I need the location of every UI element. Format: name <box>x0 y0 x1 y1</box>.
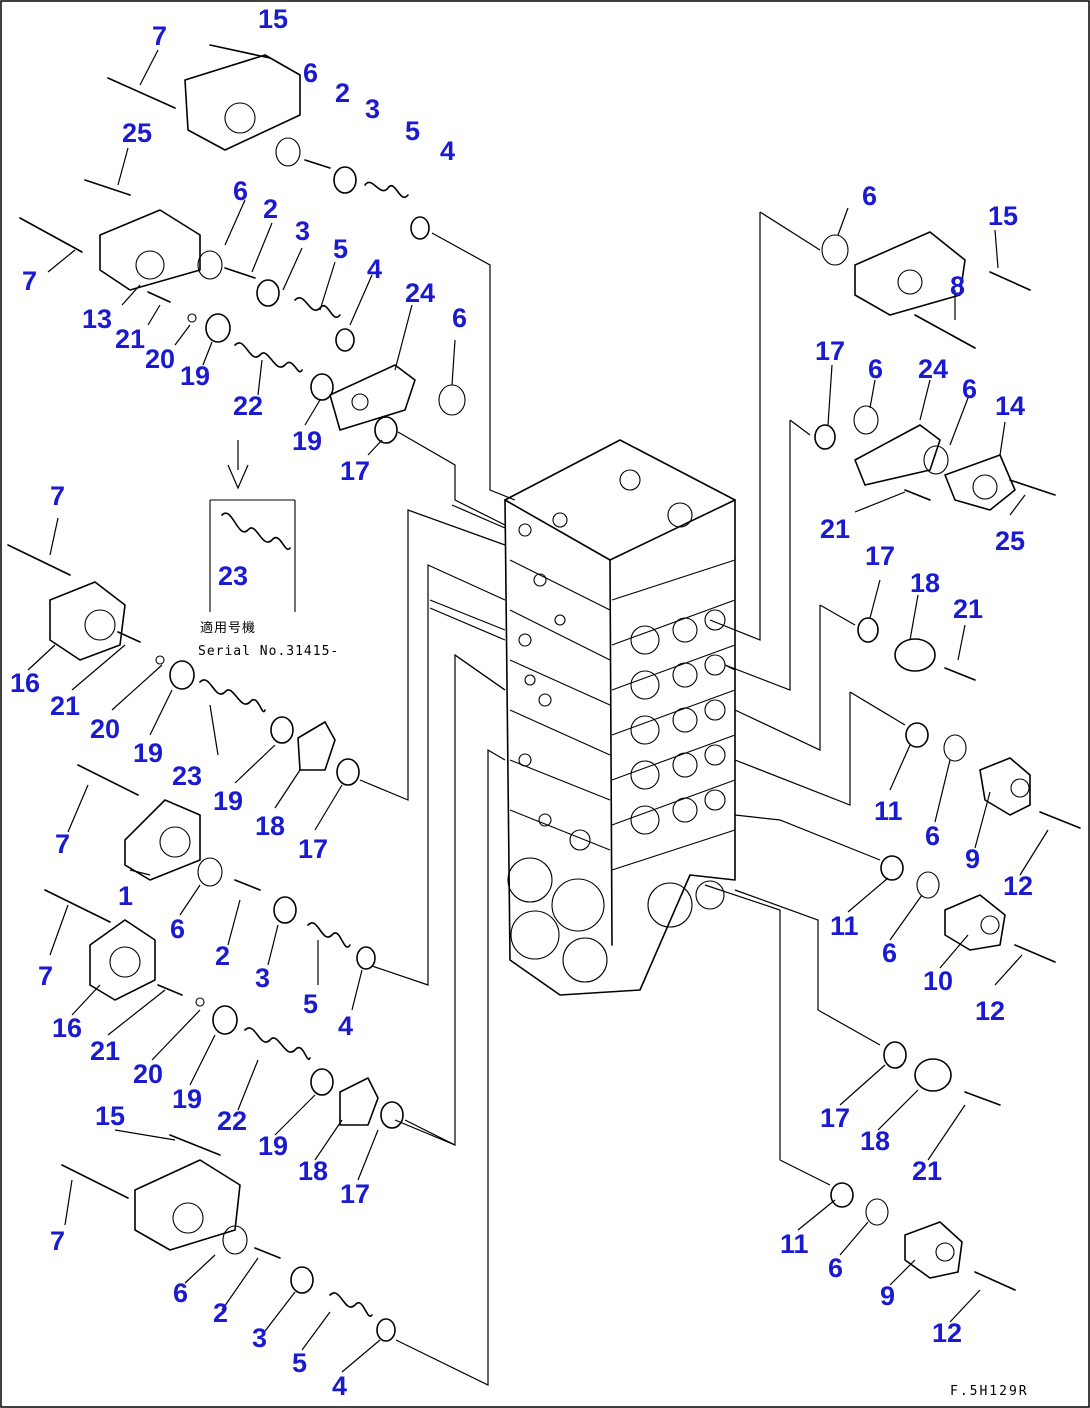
callout-label: 6 <box>173 1278 188 1308</box>
callout-label: 6 <box>882 938 897 968</box>
callout-label: 23 <box>218 561 248 591</box>
callout-label: 15 <box>988 201 1018 231</box>
callout-label: 13 <box>82 304 112 334</box>
callout-label: 9 <box>880 1281 895 1311</box>
callout-label: 2 <box>213 1298 228 1328</box>
callout-label: 20 <box>90 714 120 744</box>
callout-label: 18 <box>860 1126 890 1156</box>
drawing-id: F.5H129R <box>950 1384 1029 1399</box>
callout-label: 7 <box>50 481 65 511</box>
callout-label: 19 <box>172 1084 202 1114</box>
callout-label: 16 <box>10 668 40 698</box>
right-side-parts-group <box>830 722 1081 1291</box>
callout-label: 6 <box>303 58 318 88</box>
middle-left-spool-group <box>7 544 376 970</box>
callout-label: 17 <box>298 834 328 864</box>
callout-label: 4 <box>367 254 382 284</box>
callout-label: 21 <box>953 594 983 624</box>
callout-label: 6 <box>233 176 248 206</box>
callout-label: 17 <box>820 1103 850 1133</box>
callout-label: 21 <box>50 691 80 721</box>
callout-label: 21 <box>90 1036 120 1066</box>
callout-label: 15 <box>95 1101 125 1131</box>
callout-label: 12 <box>1003 871 1033 901</box>
callout-label: 25 <box>122 118 152 148</box>
callout-label: 2 <box>215 941 230 971</box>
callout-label: 18 <box>298 1156 328 1186</box>
callout-label: 3 <box>295 216 310 246</box>
callout-label: 6 <box>828 1253 843 1283</box>
callout-label: 17 <box>865 541 895 571</box>
leader-lines <box>27 49 1049 1373</box>
callout-label: 1 <box>118 881 133 911</box>
callout-label: 22 <box>233 391 263 421</box>
callout-label: 19 <box>180 361 210 391</box>
lower-left-spool-group <box>44 889 404 1342</box>
callout-label: 7 <box>38 961 53 991</box>
callout-label: 2 <box>263 194 278 224</box>
callout-label: 2 <box>335 78 350 108</box>
callout-label: 11 <box>780 1229 809 1259</box>
callout-label: 7 <box>50 1226 65 1256</box>
callout-label: 7 <box>22 266 37 296</box>
callout-label: 9 <box>965 844 980 874</box>
callout-label: 5 <box>292 1348 307 1378</box>
callout-label: 11 <box>874 796 903 826</box>
top-right-spool-group <box>814 231 1056 681</box>
callout-label: 25 <box>995 526 1025 556</box>
serial-note-kanji: 適用号機 <box>200 620 256 636</box>
callout-label: 5 <box>303 989 318 1019</box>
callout-label: 6 <box>170 914 185 944</box>
callout-label: 4 <box>332 1371 347 1401</box>
callout-label: 11 <box>830 911 859 941</box>
valve-body <box>504 439 736 996</box>
callout-label: 21 <box>912 1156 942 1186</box>
assembly-lines <box>359 211 906 1386</box>
serial-note: Serial No.31415- <box>198 644 339 659</box>
callout-labels: 15 7 6 2 3 5 4 25 6 2 3 5 4 7 24 6 13 21… <box>10 4 1033 1401</box>
callout-label: 3 <box>365 94 380 124</box>
callout-label: 6 <box>962 374 977 404</box>
callout-label: 10 <box>923 966 953 996</box>
callout-label: 17 <box>340 456 370 486</box>
callout-label: 5 <box>333 234 348 264</box>
callout-label: 6 <box>868 354 883 384</box>
callout-label: 21 <box>820 514 850 544</box>
callout-label: 17 <box>340 1179 370 1209</box>
callout-label: 8 <box>950 271 965 301</box>
callout-label: 7 <box>152 21 167 51</box>
callout-label: 5 <box>405 116 420 146</box>
callout-label: 24 <box>918 354 948 384</box>
callout-label: 15 <box>258 4 288 34</box>
callout-label: 6 <box>862 181 877 211</box>
callout-label: 18 <box>255 811 285 841</box>
callout-label: 14 <box>995 391 1025 421</box>
callout-label: 21 <box>115 324 145 354</box>
callout-label: 24 <box>405 278 435 308</box>
callout-label: 22 <box>217 1106 247 1136</box>
callout-label: 20 <box>133 1059 163 1089</box>
callout-label: 19 <box>213 786 243 816</box>
callout-label: 18 <box>910 568 940 598</box>
callout-label: 17 <box>815 336 845 366</box>
callout-label: 12 <box>975 996 1005 1026</box>
callout-label: 4 <box>338 1011 353 1041</box>
callout-label: 19 <box>133 738 163 768</box>
callout-label: 6 <box>925 821 940 851</box>
callout-label: 16 <box>52 1013 82 1043</box>
callout-label: 7 <box>55 829 70 859</box>
callout-label: 6 <box>452 303 467 333</box>
callout-label: 12 <box>932 1318 962 1348</box>
callout-label: 4 <box>440 136 455 166</box>
callout-label: 19 <box>292 426 322 456</box>
callout-label: 19 <box>258 1131 288 1161</box>
callout-label: 3 <box>255 963 270 993</box>
callout-label: 23 <box>172 761 202 791</box>
callout-label: 20 <box>145 344 175 374</box>
callout-label: 3 <box>252 1323 267 1353</box>
